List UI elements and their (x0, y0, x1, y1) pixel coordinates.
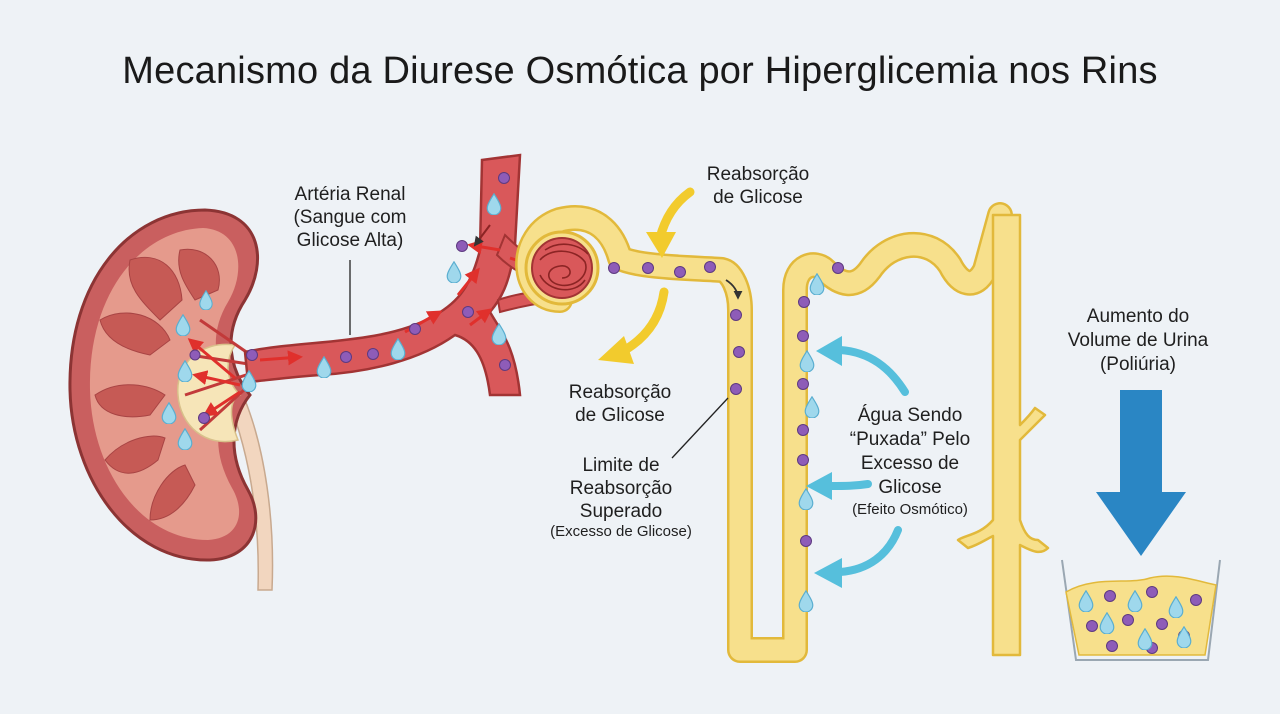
label-line: Superado (580, 501, 662, 522)
label-line: de Glicose (575, 405, 665, 426)
label-aumento: Aumento do Volume de Urina (Poliúria) (1068, 306, 1209, 375)
label-line: Glicose (878, 477, 941, 498)
label-line: Água Sendo (858, 405, 963, 426)
label-line: Excesso de (861, 453, 959, 474)
label-note: (Efeito Osmótico) (852, 501, 968, 518)
leader-lines (349, 260, 729, 459)
label-line: Aumento do (1087, 306, 1189, 327)
label-line: Reabsorção (707, 164, 809, 185)
label-agua: Água Sendo “Puxada” Pelo Excesso de Glic… (850, 405, 970, 518)
water-arrow-heads (806, 336, 842, 588)
glucose-dot (189, 349, 210, 424)
label-line: “Puxada” Pelo (850, 429, 970, 450)
label-line: Reabsorção (570, 478, 672, 499)
urine-container-icon (1061, 559, 1221, 661)
label-line: Artéria Renal (295, 184, 406, 205)
label-line: (Poliúria) (1100, 354, 1176, 375)
diagram-title: Mecanismo da Diurese Osmótica por Hiperg… (122, 50, 1158, 92)
kidney-icon (68, 208, 274, 591)
nephron-tubule-icon (515, 202, 1013, 663)
label-reabsorcao-top: Reabsorção de Glicose (707, 164, 809, 208)
label-line: (Sangue com (293, 207, 406, 228)
water-arrow-icon (826, 346, 909, 576)
reabsorption-arrow-mid (598, 287, 669, 364)
label-line: de Glicose (713, 187, 803, 208)
label-line: Volume de Urina (1068, 330, 1209, 351)
label-line: Reabsorção (569, 382, 671, 403)
glucose-dot (246, 172, 511, 371)
glomerulus-icon (524, 230, 600, 306)
label-note: (Excesso de Glicose) (550, 523, 692, 540)
urine-volume-arrow (1096, 390, 1186, 556)
label-line: Glicose Alta) (297, 230, 404, 251)
label-line: Limite de (582, 455, 659, 476)
label-reabsorcao-mid: Reabsorção de Glicose (569, 382, 671, 426)
label-limite: Limite de Reabsorção Superado (Excesso d… (550, 455, 692, 540)
collecting-duct-icon (956, 213, 1050, 657)
label-arteria-renal: Artéria Renal (Sangue com Glicose Alta) (293, 184, 406, 251)
glucose-dot (608, 261, 844, 547)
reabsorption-arrow-top (646, 187, 695, 258)
